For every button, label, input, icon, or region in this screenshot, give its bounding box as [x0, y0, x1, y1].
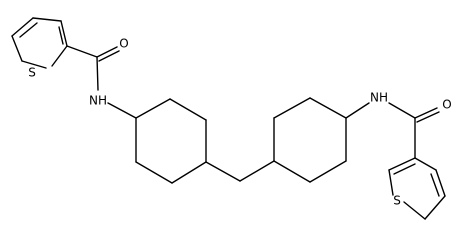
molecule-structure-diagram: S O NH NH O S	[11, 17, 452, 220]
nitrogen-atom-left: NH	[89, 94, 107, 108]
amide-group-right	[345, 102, 440, 159]
oxygen-atom-right: O	[442, 98, 451, 112]
nitrogen-atom-right: NH	[370, 91, 388, 105]
amide-group-left	[66, 45, 137, 119]
sulfur-atom-right: S	[393, 194, 401, 208]
sulfur-atom-left: S	[28, 66, 36, 80]
cyclohexane-ring-right	[273, 97, 347, 183]
thiophene-ring-left	[11, 17, 68, 69]
cyclohexane-ring-left	[135, 98, 207, 184]
oxygen-atom-left: O	[119, 37, 128, 51]
methylene-bridge	[205, 160, 275, 182]
thiophene-ring-right	[388, 157, 446, 220]
